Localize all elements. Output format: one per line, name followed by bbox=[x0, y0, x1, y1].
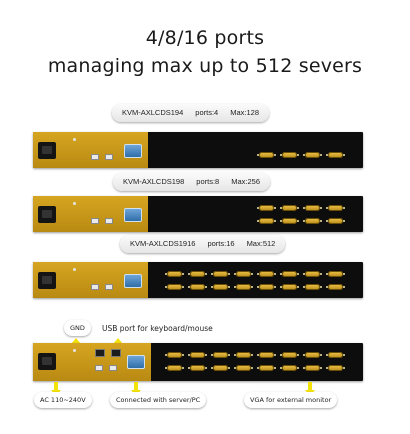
power-socket-icon bbox=[38, 353, 56, 370]
server-port-icon bbox=[211, 352, 230, 358]
server-port-icon bbox=[303, 152, 322, 158]
server-port-icon bbox=[280, 271, 299, 277]
power-socket-icon bbox=[38, 142, 56, 159]
server-port-icon bbox=[234, 284, 253, 290]
server-port-icon bbox=[280, 352, 299, 358]
usb-port-icon bbox=[109, 365, 117, 371]
usb-port-icon bbox=[95, 365, 103, 371]
model-ports: ports:8 bbox=[196, 177, 220, 186]
server-port-icon bbox=[280, 152, 299, 158]
server-port-icon bbox=[326, 271, 345, 277]
gold-panel bbox=[33, 262, 148, 298]
server-port-icon bbox=[303, 271, 322, 277]
server-port-icon bbox=[303, 205, 322, 211]
server-port-icon bbox=[326, 352, 345, 358]
model-name: KVM-AXLCDS198 bbox=[123, 177, 185, 186]
server-port-icon bbox=[211, 284, 230, 290]
usb-port-icon bbox=[105, 154, 113, 160]
model-ports: ports:16 bbox=[207, 239, 235, 248]
server-port-icon bbox=[303, 218, 322, 224]
server-port-icon bbox=[165, 352, 184, 358]
server-port-icon bbox=[326, 205, 345, 211]
model-label-3: KVM-AXLCDS1916 ports:16 Max:512 bbox=[120, 235, 286, 253]
vga-port-icon bbox=[124, 274, 142, 288]
server-port-icon bbox=[188, 284, 207, 290]
server-port-icon bbox=[234, 365, 253, 371]
model-max: Max:256 bbox=[231, 177, 260, 186]
ground-screw-icon bbox=[73, 349, 76, 352]
server-port-icon bbox=[188, 365, 207, 371]
gold-panel bbox=[33, 132, 148, 168]
server-port-icon bbox=[280, 284, 299, 290]
vga-port-icon bbox=[124, 144, 142, 158]
ac-label: AC 110~240V bbox=[34, 392, 92, 408]
model-label-1: KVM-AXLCDS194 ports:4 Max:128 bbox=[112, 104, 269, 122]
server-port-icon bbox=[188, 352, 207, 358]
usb-port-icon bbox=[91, 154, 99, 160]
server-port-icon bbox=[165, 365, 184, 371]
kvm-unit-8-port bbox=[33, 196, 363, 232]
ground-screw-icon bbox=[73, 268, 76, 271]
server-port-icon bbox=[303, 352, 322, 358]
usb-port-icon bbox=[91, 284, 99, 290]
server-port-icon bbox=[257, 152, 276, 158]
vga-label: VGA for external monitor bbox=[244, 392, 338, 408]
server-port-icon bbox=[257, 352, 276, 358]
model-max: Max:512 bbox=[246, 239, 276, 248]
kvm-unit-16-port bbox=[33, 262, 363, 298]
headline-line-2: managing max up to 512 severs bbox=[47, 55, 363, 77]
server-port-icon bbox=[257, 205, 276, 211]
ground-screw-icon bbox=[73, 202, 76, 205]
server-port-icon bbox=[280, 218, 299, 224]
rj-port-icon bbox=[111, 349, 121, 357]
server-port-icon bbox=[326, 218, 345, 224]
usb-port-icon bbox=[105, 284, 113, 290]
server-port-icon bbox=[303, 365, 322, 371]
server-port-icon bbox=[211, 271, 230, 277]
server-port-icon bbox=[280, 365, 299, 371]
server-port-icon bbox=[188, 271, 207, 277]
server-port-icon bbox=[165, 284, 184, 290]
vga-port-icon bbox=[124, 208, 142, 222]
server-port-icon bbox=[257, 365, 276, 371]
usb-port-icon bbox=[91, 218, 99, 224]
kvm-unit-4-port bbox=[33, 132, 363, 168]
power-socket-icon bbox=[38, 272, 56, 289]
server-port-icon bbox=[326, 152, 345, 158]
server-port-icon bbox=[257, 271, 276, 277]
server-port-icon bbox=[326, 284, 345, 290]
server-port-icon bbox=[234, 271, 253, 277]
server-port-icon bbox=[211, 365, 230, 371]
usb-port-icon bbox=[105, 218, 113, 224]
model-name: KVM-AXLCDS1916 bbox=[130, 239, 196, 248]
server-port-icon bbox=[303, 284, 322, 290]
headline-line-1: 4/8/16 ports bbox=[145, 27, 265, 49]
server-port-icon bbox=[165, 271, 184, 277]
kvm-unit-annotated bbox=[33, 343, 363, 381]
model-name: KVM-AXLCDS194 bbox=[122, 108, 184, 117]
rj-port-icon bbox=[95, 349, 105, 357]
gnd-label: GND bbox=[64, 320, 91, 336]
model-max: Max:128 bbox=[230, 108, 259, 117]
vga-port-icon bbox=[127, 355, 145, 369]
server-port-icon bbox=[257, 218, 276, 224]
model-ports: ports:4 bbox=[195, 108, 219, 117]
gold-panel bbox=[33, 196, 148, 232]
server-label: Connected with server/PC bbox=[110, 392, 207, 408]
usb-label: USB port for keyboard/mouse bbox=[102, 324, 213, 333]
gold-panel bbox=[33, 343, 151, 381]
server-port-icon bbox=[326, 365, 345, 371]
ground-screw-icon bbox=[73, 138, 76, 141]
server-port-icon bbox=[234, 352, 253, 358]
model-label-2: KVM-AXLCDS198 ports:8 Max:256 bbox=[113, 173, 270, 191]
server-port-icon bbox=[280, 205, 299, 211]
power-socket-icon bbox=[38, 206, 56, 223]
server-port-icon bbox=[257, 284, 276, 290]
